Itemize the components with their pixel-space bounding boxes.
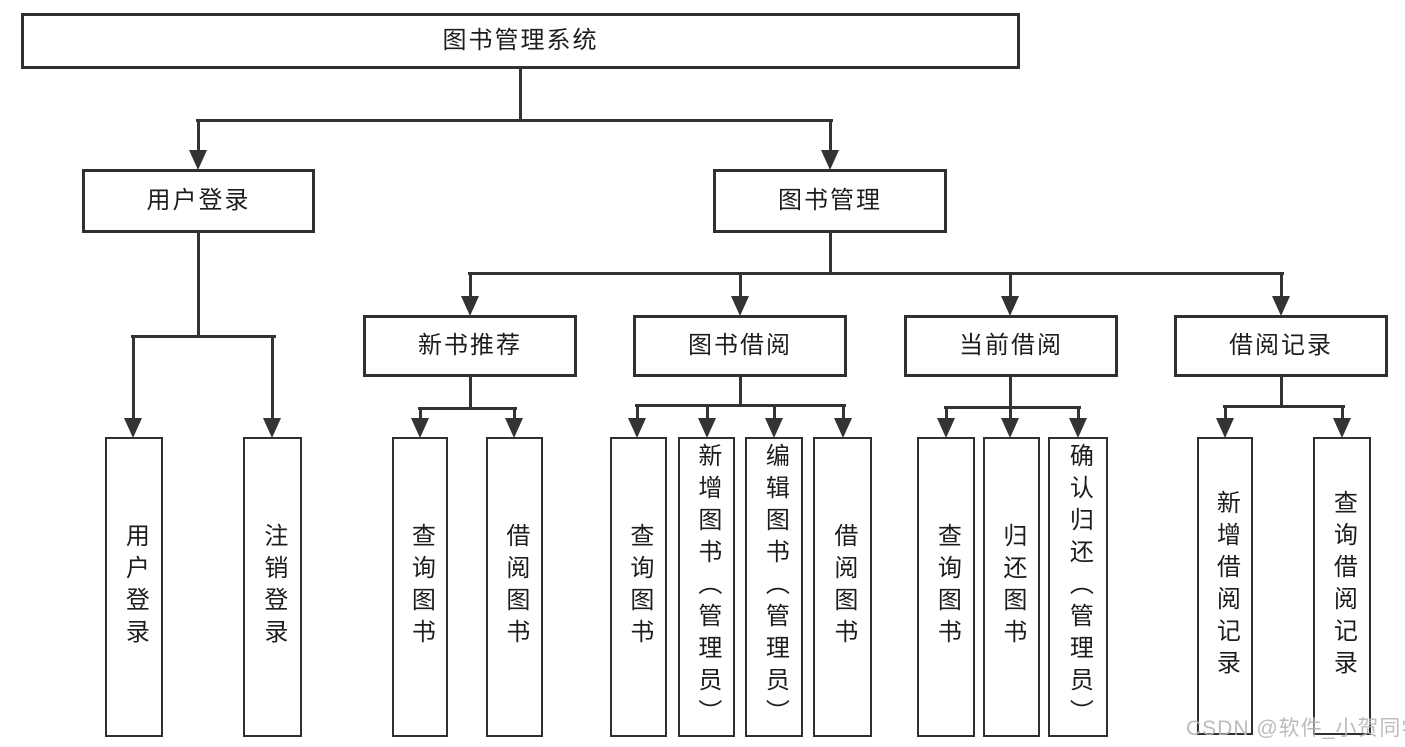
connector-segment (467, 271, 1284, 275)
arrow-stem (1340, 406, 1344, 424)
arrow-down-icon (189, 150, 207, 170)
arrow-down-icon (461, 296, 479, 316)
connector-segment (417, 406, 517, 410)
leaf-add-borrow-record-label: 新增借阅记录 (1212, 490, 1240, 682)
connector-segment (1222, 404, 1345, 408)
leaf-add-borrow-record: 新增借阅记录 (1197, 437, 1253, 735)
arrow-down-icon (1333, 418, 1351, 438)
arrow-down-icon (505, 418, 523, 438)
arrow-stem (1008, 407, 1012, 424)
leaf-query-books-recommend-label: 查询图书 (407, 523, 435, 651)
arrow-stem (635, 405, 639, 424)
connector-segment (1008, 374, 1012, 409)
leaf-borrow-books-recommend-label: 借阅图书 (501, 523, 529, 651)
leaf-edit-books-admin-label: 编辑图书（管理员） (761, 443, 789, 731)
leaf-query-books-current-label: 查询图书 (933, 523, 961, 651)
leaf-user-login-label: 用户登录 (121, 523, 149, 651)
arrow-stem (841, 405, 845, 424)
leaf-confirm-return-admin: 确认归还（管理员） (1048, 437, 1108, 737)
arrow-stem (1279, 273, 1283, 302)
leaf-query-borrow-record: 查询借阅记录 (1313, 437, 1371, 735)
leaf-user-login: 用户登录 (105, 437, 163, 737)
connector-segment (634, 403, 846, 407)
arrow-down-icon (628, 418, 646, 438)
watermark-text: CSDN @软件_小贺同学 (1186, 717, 1405, 740)
leaf-return-books: 归还图书 (983, 437, 1040, 737)
arrow-down-icon (698, 418, 716, 438)
connector-segment (195, 118, 833, 122)
node-book-management-label: 图书管理 (778, 186, 882, 214)
node-book-borrowing-label: 图书借阅 (688, 331, 792, 359)
arrow-down-icon (937, 418, 955, 438)
leaf-confirm-return-admin-label: 确认归还（管理员） (1065, 443, 1093, 731)
arrow-stem (196, 120, 200, 156)
arrow-stem (944, 407, 948, 424)
connector-segment (828, 230, 832, 275)
node-root-label: 图书管理系统 (442, 26, 599, 54)
node-current-borrowing: 当前借阅 (904, 315, 1118, 377)
leaf-query-books-current: 查询图书 (917, 437, 975, 737)
leaf-query-borrow-record-label: 查询借阅记录 (1329, 490, 1357, 682)
leaf-add-books-admin: 新增图书（管理员） (678, 437, 735, 737)
arrow-down-icon (1272, 296, 1290, 316)
arrow-stem (1076, 407, 1080, 424)
arrow-down-icon (1069, 418, 1087, 438)
node-user-login-label: 用户登录 (146, 186, 251, 214)
leaf-logout-label: 注销登录 (259, 523, 287, 651)
leaf-query-books-borrowing-label: 查询图书 (625, 523, 653, 651)
connector-segment (468, 374, 472, 410)
leaf-add-books-admin-label: 新增图书（管理员） (693, 443, 721, 731)
leaf-borrow-books-borrowing: 借阅图书 (813, 437, 872, 737)
leaf-logout: 注销登录 (243, 437, 302, 737)
arrow-stem (772, 405, 776, 424)
connector-segment (518, 66, 522, 122)
node-book-borrowing: 图书借阅 (633, 315, 847, 377)
node-borrowing-records-label: 借阅记录 (1229, 331, 1333, 359)
arrow-stem (1223, 406, 1227, 424)
leaf-query-books-recommend: 查询图书 (392, 437, 448, 737)
arrow-down-icon (821, 150, 839, 170)
arrow-down-icon (731, 296, 749, 316)
connector-segment (130, 334, 276, 338)
node-new-book-recommend-label: 新书推荐 (418, 331, 522, 359)
connector-segment (738, 374, 742, 407)
arrow-down-icon (411, 418, 429, 438)
leaf-return-books-label: 归还图书 (998, 523, 1026, 651)
node-borrowing-records: 借阅记录 (1174, 315, 1388, 377)
connector-segment (196, 230, 200, 338)
leaf-borrow-books-borrowing-label: 借阅图书 (829, 523, 857, 651)
arrow-stem (270, 336, 274, 424)
arrow-down-icon (124, 418, 142, 438)
arrow-stem (1008, 273, 1012, 302)
node-new-book-recommend: 新书推荐 (363, 315, 577, 377)
arrow-down-icon (834, 418, 852, 438)
arrow-down-icon (1001, 296, 1019, 316)
leaf-query-books-borrowing: 查询图书 (610, 437, 667, 737)
arrow-down-icon (1001, 418, 1019, 438)
arrow-down-icon (263, 418, 281, 438)
arrow-stem (131, 336, 135, 424)
arrow-stem (418, 408, 422, 424)
leaf-borrow-books-recommend: 借阅图书 (486, 437, 543, 737)
arrow-stem (738, 273, 742, 302)
arrow-stem (512, 408, 516, 424)
arrow-down-icon (765, 418, 783, 438)
connector-segment (1279, 374, 1283, 408)
node-current-borrowing-label: 当前借阅 (959, 331, 1063, 359)
connector-segment (943, 405, 1081, 409)
leaf-edit-books-admin: 编辑图书（管理员） (745, 437, 803, 737)
node-book-management: 图书管理 (713, 169, 947, 233)
arrow-stem (468, 273, 472, 302)
node-user-login: 用户登录 (82, 169, 315, 233)
arrow-down-icon (1216, 418, 1234, 438)
arrow-stem (705, 405, 709, 424)
arrow-stem (828, 120, 832, 156)
node-root: 图书管理系统 (21, 13, 1020, 69)
